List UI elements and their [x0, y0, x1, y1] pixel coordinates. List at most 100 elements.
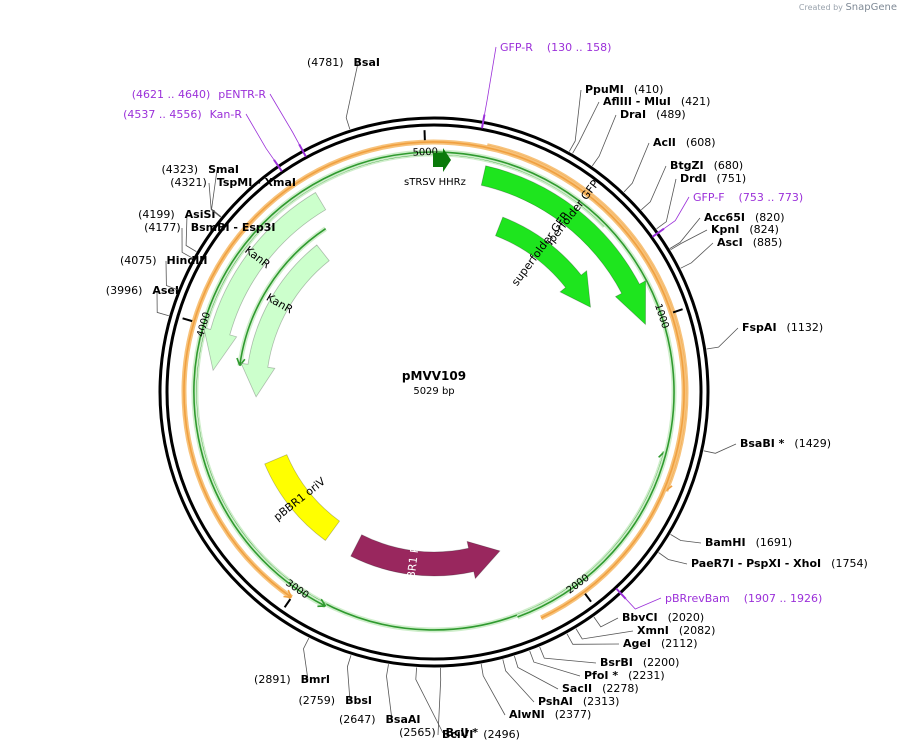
tick-mark	[283, 598, 292, 608]
backbone	[158, 116, 710, 668]
feature-arrow-kanr[interactable]	[240, 244, 330, 398]
enzyme-leader-line	[706, 327, 739, 350]
enzyme-site-bsmbi[interactable]: (4177)BsmBI - Esp3I	[144, 221, 275, 234]
tick-mark	[584, 593, 592, 603]
feature-arrow-kanr[interactable]	[203, 191, 327, 372]
snapgene-watermark: Created by SnapGene	[799, 2, 897, 13]
enzyme-site-fspai[interactable]: FspAI(1132)	[742, 321, 823, 334]
enzyme-leader-line	[181, 227, 193, 259]
enzyme-site-bcivi[interactable]: BciVI(2496)	[442, 728, 520, 741]
tick-label: 5000	[412, 147, 438, 159]
enzyme-leader-line	[670, 534, 702, 544]
feature-arrow-superfolder-gfp[interactable]	[494, 216, 591, 308]
primer-arc	[193, 151, 675, 618]
enzyme-site-bamhi[interactable]: BamHI(1691)	[705, 536, 792, 549]
enzyme-site-btgzi[interactable]: BtgZI(680)	[670, 159, 743, 172]
enzyme-site-bmri[interactable]: (2891)BmrI	[254, 673, 330, 686]
enzyme-leader-line	[303, 637, 310, 681]
enzyme-site-bsabi[interactable]: BsaBI *(1429)	[740, 437, 831, 450]
plasmid-name: pMVV109	[402, 369, 466, 383]
enzyme-site-tspmi[interactable]: (4321)TspMI - XmaI	[170, 176, 296, 189]
primer-arc	[239, 228, 327, 366]
enzyme-site-agei[interactable]: AgeI(2112)	[623, 637, 698, 650]
enzyme-leader-line	[208, 182, 221, 218]
primer-site-mark	[651, 227, 665, 238]
primer-arc-arrowhead	[317, 598, 327, 608]
enzyme-site-ppumi[interactable]: PpuMI(410)	[585, 83, 663, 96]
enzyme-leader-line	[211, 169, 222, 217]
strsv-hhrz-arrow[interactable]	[433, 148, 451, 172]
enzyme-leader-line	[156, 290, 169, 317]
enzyme-site-asci[interactable]: AscI(885)	[717, 236, 782, 249]
enzyme-site-paer7i[interactable]: PaeR7I - PspXI - XhoI(1754)	[691, 557, 868, 570]
enzyme-leader-line	[591, 114, 617, 167]
primer-site-mark	[615, 587, 627, 600]
feature-arrow-pbbr1-oriv[interactable]	[264, 454, 341, 542]
enzyme-site-drai[interactable]: DraI(489)	[620, 108, 686, 121]
enzyme-site-pfoi[interactable]: PfoI *(2231)	[584, 669, 665, 682]
enzyme-site-bbsi[interactable]: (2759)BbsI	[299, 694, 372, 707]
enzyme-site-xmni[interactable]: XmnI(2082)	[637, 624, 715, 637]
snapgene-logo-icon: SnapGene	[845, 2, 897, 13]
enzyme-site-alwni[interactable]: AlwNI(2377)	[509, 708, 591, 721]
enzyme-leader-line	[415, 667, 444, 734]
enzyme-leader-line	[568, 89, 582, 152]
primer-arc-arrowhead	[283, 589, 293, 599]
enzyme-site-bcli[interactable]: (2565)BclI *	[399, 726, 478, 739]
enzyme-leader-line	[623, 142, 650, 193]
enzyme-site-asisi[interactable]: (4199)AsiSI	[138, 208, 215, 221]
enzyme-leader-line	[670, 229, 708, 251]
primer-leader-line	[484, 46, 497, 115]
enzyme-site-hindiii[interactable]: (4075)HindIII	[120, 254, 208, 267]
enzyme-site-afliii[interactable]: AflIII - MluI(421)	[603, 95, 710, 108]
enzyme-site-bsrbi[interactable]: BsrBI(2200)	[600, 656, 679, 669]
primer-leader-line	[663, 196, 690, 230]
enzyme-leader-line	[566, 633, 620, 645]
enzyme-site-asei[interactable]: (3996)AseI	[106, 284, 179, 297]
enzyme-site-smai[interactable]: (4323)SmaI	[162, 163, 239, 176]
enzyme-leader-line	[346, 655, 352, 702]
center-title: pMVV109 5029 bp	[402, 369, 466, 397]
tick-mark	[672, 308, 683, 314]
tick-label: 2000	[565, 572, 592, 596]
enzyme-leader-line	[514, 655, 559, 690]
enzyme-leader-line	[572, 101, 600, 154]
enzyme-leader-line	[480, 663, 506, 716]
strsv-hhrz-label: sTRSV HHRz	[404, 177, 466, 188]
small-feature-layer: sTRSV HHRz	[404, 148, 466, 188]
enzyme-site-sacii[interactable]: SacII(2278)	[562, 682, 639, 695]
feature-arrow-pbbr1-rep[interactable]	[350, 534, 501, 580]
primer-arc	[183, 141, 685, 619]
enzyme-leader-line	[437, 667, 442, 736]
primer-site-mark	[298, 143, 307, 158]
enzyme-site-acli[interactable]: AclI(608)	[653, 136, 716, 149]
enzyme-site-acc65i[interactable]: Acc65I(820)	[704, 211, 785, 224]
enzyme-site-drdi[interactable]: DrdI(751)	[680, 172, 746, 185]
enzyme-site-kpni[interactable]: KpnI(824)	[711, 223, 779, 236]
tick-mark	[182, 317, 193, 323]
enzyme-leader-line	[185, 214, 197, 252]
enzyme-leader-line	[680, 242, 714, 269]
tick-label: 3000	[283, 578, 310, 602]
primer-site-gfp-f[interactable]: GFP-F(753 .. 773)	[693, 191, 803, 204]
primer-leader-line	[245, 113, 275, 161]
watermark-created-by: Created by	[798, 3, 843, 12]
enzyme-leader-line	[593, 616, 619, 628]
enzyme-site-bbvci[interactable]: BbvCI(2020)	[622, 611, 704, 624]
primer-site-pentr-r[interactable]: (4621 .. 4640)pENTR-R	[132, 88, 267, 101]
primer-site-pbrrevbam[interactable]: pBRrevBam(1907 .. 1926)	[665, 592, 822, 605]
enzyme-leader-line	[165, 260, 178, 291]
enzyme-site-bsaai[interactable]: (2647)BsaAI	[339, 713, 421, 726]
primer-leader-line	[625, 597, 662, 610]
enzyme-site-pshai[interactable]: PshAI(2313)	[538, 695, 619, 708]
primer-site-gfp-r[interactable]: GFP-R(130 .. 158)	[500, 41, 611, 54]
enzyme-site-bsai[interactable]: (4781)BsaI	[307, 56, 380, 69]
primer-arc-layer	[181, 139, 689, 633]
enzyme-leader-line	[575, 628, 634, 640]
primer-site-kan-r[interactable]: (4537 .. 4556)Kan-R	[123, 108, 242, 121]
enzyme-leader-line	[658, 552, 688, 565]
feature-arrow-superfolder-gfp[interactable]	[480, 165, 647, 326]
primer-arc-arrowhead	[236, 357, 246, 367]
enzyme-leader-line	[529, 650, 581, 677]
enzyme-leader-line	[539, 646, 597, 664]
